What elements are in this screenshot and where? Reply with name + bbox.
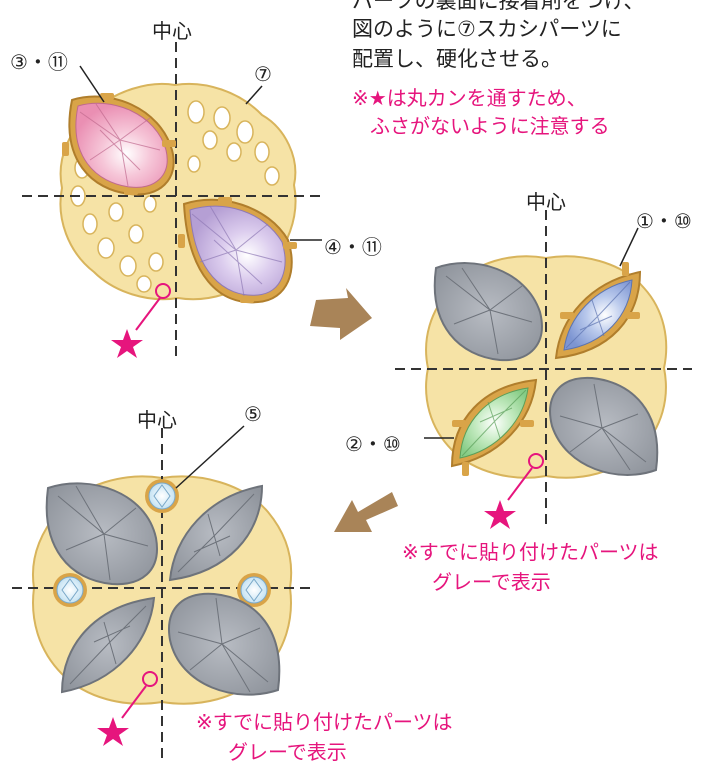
- step1-leader-top-right: [246, 86, 262, 104]
- step3-crystal-left: [53, 573, 87, 607]
- step1-to-step2-arrow: [310, 288, 372, 340]
- step3-star-icon: [97, 717, 129, 746]
- step2-to-step3-arrow: [334, 492, 398, 532]
- step1-star-leader: [136, 298, 160, 330]
- step3-crystal-top: [145, 479, 179, 513]
- step1-star-icon: [111, 329, 143, 358]
- step2-star-icon: [484, 500, 516, 529]
- step2-leader-top: [620, 228, 638, 266]
